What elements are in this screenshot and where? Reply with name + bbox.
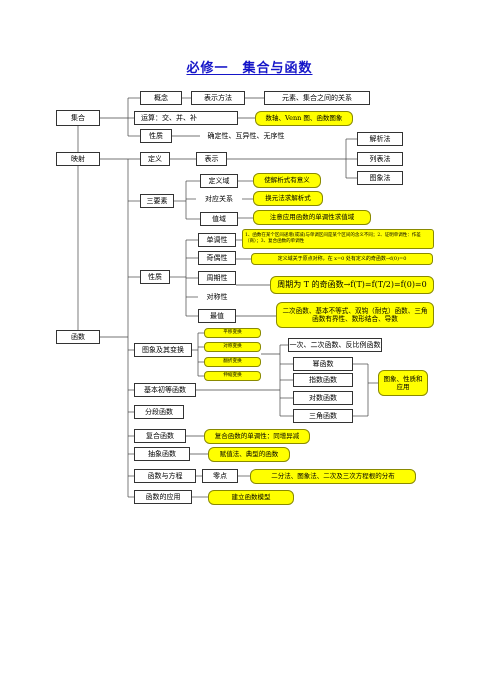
note-fuhe: 复合函数的单调性：同增异减 [204,429,310,444]
node-gainian: 概念 [140,91,182,105]
node-hanshu: 函数 [56,330,100,344]
node-jiben: 基本初等函数 [134,383,196,397]
node-mihanshu: 幂函数 [293,357,353,371]
note-dandiao: 1、函数在某个区间递增(或减)与单调区间是某个区间的含义不同；2、证明单调性：作… [242,229,434,249]
node-yunsuan: 运算：交、并、补 [134,111,238,125]
node-sanjiao: 三角函数 [293,409,353,423]
node-lingdian: 零点 [202,469,238,483]
node-duichen: 对称性 [198,290,236,304]
note-fanzhe: 翻折变换 [204,357,261,367]
node-xingzhi2: 性质 [140,270,170,284]
node-dandiao: 单调性 [198,233,236,247]
node-jiexifa: 解析法 [357,132,403,146]
node-biaoshifangfa: 表示方法 [191,91,245,105]
node-dingyiyu: 定义域 [200,174,238,188]
note-pingyi: 平移变换 [204,328,261,338]
node-zuizhi: 最值 [198,309,236,323]
node-chouxiang: 抽象函数 [134,447,190,461]
node-fangcheng: 函数与方程 [134,469,196,483]
node-sanyaosu: 三要素 [140,194,174,208]
node-fuhe: 复合函数 [134,429,186,443]
note-yingyong: 建立函数模型 [208,490,294,505]
node-liebiaofa: 列表法 [357,152,403,166]
note-huanyuan: 换元法求解析式 [253,191,323,206]
node-jiou: 奇偶性 [198,251,236,265]
note-chouxiang: 赋值法、典型的函数 [208,447,290,462]
node-jihe: 集合 [56,110,100,126]
note-shensuo: 伸缩变换 [204,371,261,381]
page-title: 必修一 集合与函数 [186,61,313,76]
node-yingyong: 函数的应用 [134,490,192,504]
note-lingdian: 二分法、图象法、二次及三次方程根的分布 [250,469,416,484]
note-zuizhi: 二次函数、基本不等式、双钩（耐克）函数、三角函数有界性、数形结合、导数 [276,302,434,328]
node-xingzhi1: 性质 [140,129,172,143]
node-yiciercifan: 一次、二次函数、反比例函数 [288,338,382,352]
note-duichenbh: 对称变换 [204,342,261,352]
node-yuansu: 元素、集合之间的关系 [264,91,370,105]
note-zhuyi: 注意应用函数的单调性求值域 [253,210,371,225]
note-jiou: 定义域关于原点对称，在 x=0 处有定义的奇函数→f(0)=0 [251,253,433,265]
note-shuzhou: 数轴、Venn 图、函数图象 [255,111,353,126]
note-zhouqi-text: 周期为 T 的奇函数→f(T)=f(T/2)=f(0)=0 [277,280,427,289]
node-zhouqi: 周期性 [198,271,236,285]
note-tuxiangxingzhi: 图象、性质和应用 [378,370,428,396]
note-zhouqi: 周期为 T 的奇函数→f(T)=f(T/2)=f(0)=0 [270,276,434,294]
node-duiying: 对应关系 [196,192,242,206]
node-tuxiang: 图象及其变换 [134,343,192,357]
node-tuxiangfa: 图象法 [357,171,403,185]
node-zhishu: 指数函数 [293,373,353,387]
note-shiyouyiyi: 使解析式有意义 [253,173,321,188]
node-biaoshi: 表示 [196,152,227,166]
node-zhiyu: 值域 [200,212,238,226]
node-duishu: 对数函数 [293,391,353,405]
node-yingshe: 映射 [56,152,100,166]
node-fenduan: 分段函数 [134,405,184,419]
node-dingyi: 定义 [140,152,170,166]
node-queding: 确定性、互异性、无序性 [200,129,292,143]
